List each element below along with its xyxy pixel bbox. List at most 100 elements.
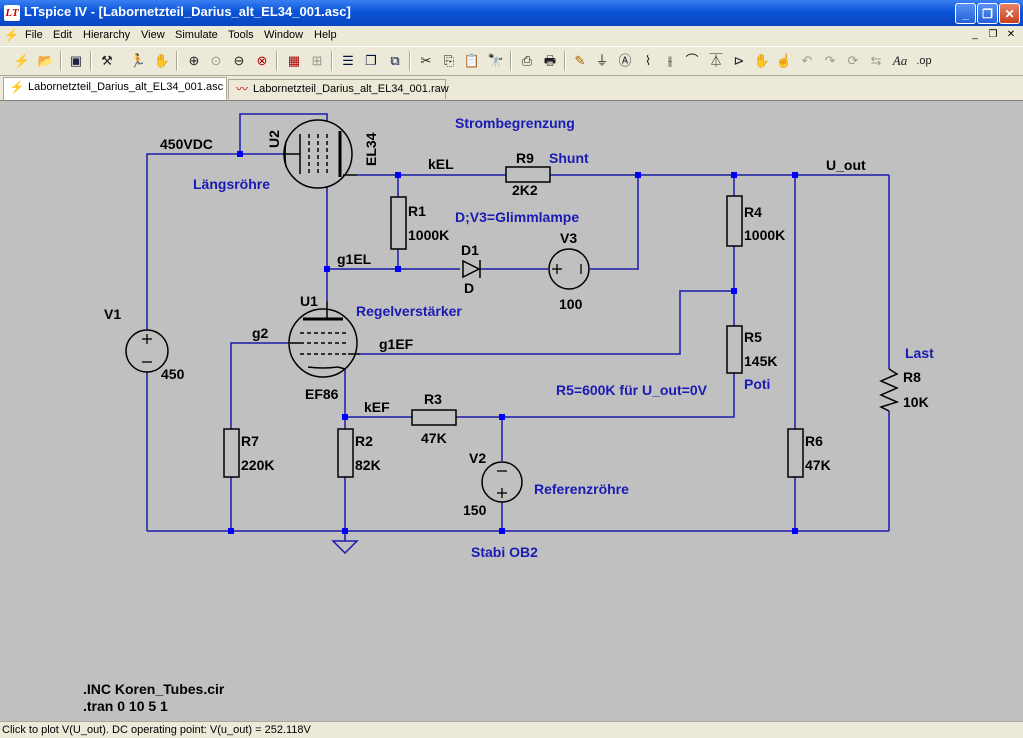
menu-tools[interactable]: Tools <box>228 29 254 41</box>
annotation-strombegrenzung[interactable]: Strombegrenzung <box>455 115 575 131</box>
paste-icon[interactable]: 📋 <box>463 53 481 68</box>
annotation-glimmlampe[interactable]: D;V3=Glimmlampe <box>455 209 579 225</box>
component-icon[interactable]: ⊳ <box>733 53 745 68</box>
resistor-r3-body[interactable] <box>411 409 457 426</box>
net-label-g1ef[interactable]: g1EF <box>379 336 414 352</box>
net-label-kel[interactable]: kEL <box>428 156 454 172</box>
label-r8-name[interactable]: R8 <box>903 369 921 385</box>
spice-directive-icon[interactable]: .op <box>916 55 932 67</box>
tile-horizontal-icon[interactable]: ☰ <box>342 53 354 68</box>
ground-icon[interactable]: ⏚ <box>595 53 609 68</box>
menu-help[interactable]: Help <box>314 29 337 41</box>
source-v1[interactable] <box>125 329 169 373</box>
zoom-out-icon[interactable]: ⊖ <box>233 53 245 68</box>
label-r5-name[interactable]: R5 <box>744 329 762 345</box>
ground-symbol[interactable] <box>331 540 359 555</box>
label-r6-value[interactable]: 47K <box>805 457 831 473</box>
net-label-kef[interactable]: kEF <box>364 399 390 415</box>
label-r4-name[interactable]: R4 <box>744 204 762 220</box>
label-r2-value[interactable]: 82K <box>355 457 381 473</box>
label-v1-value[interactable]: 450 <box>161 366 185 382</box>
label-r7-value[interactable]: 220K <box>241 457 274 473</box>
tile-vertical-icon[interactable]: ⧉ <box>390 53 400 68</box>
label-r3-name[interactable]: R3 <box>424 391 442 407</box>
diode-icon[interactable]: ⏄ <box>709 53 723 68</box>
annotation-shunt[interactable]: Shunt <box>549 150 589 166</box>
print-setup-icon[interactable]: ⎙ <box>521 53 533 68</box>
label-r9-value[interactable]: 2K2 <box>512 182 538 198</box>
directive-include[interactable]: .INC Koren_Tubes.cir <box>83 681 225 697</box>
annotation-stabi[interactable]: Stabi OB2 <box>471 544 538 560</box>
autorange-icon[interactable]: ▦ <box>287 53 301 68</box>
label-r2-name[interactable]: R2 <box>355 433 373 449</box>
cascade-icon[interactable]: ❐ <box>365 53 377 68</box>
source-v2[interactable] <box>481 461 523 503</box>
label-net-icon[interactable]: Ⓐ <box>618 53 632 68</box>
label-r5-value[interactable]: 145K <box>744 353 777 369</box>
tube-u2-el34[interactable] <box>283 119 357 189</box>
label-v2-name[interactable]: V2 <box>469 450 486 466</box>
close-button[interactable]: ✕ <box>999 3 1020 24</box>
label-d1-value[interactable]: D <box>464 280 474 296</box>
text-icon[interactable]: Aa <box>892 53 908 68</box>
open-icon[interactable]: 📂 <box>37 53 55 68</box>
net-label-u-out[interactable]: U_out <box>826 157 866 173</box>
minimize-button[interactable]: _ <box>955 3 976 24</box>
label-r1-name[interactable]: R1 <box>408 203 426 219</box>
label-v2-value[interactable]: 150 <box>463 502 487 518</box>
annotation-laengsroehre[interactable]: Längsröhre <box>193 176 270 192</box>
label-v3-name[interactable]: V3 <box>560 230 577 246</box>
net-label-g1el[interactable]: g1EL <box>337 251 372 267</box>
find-icon[interactable]: 🔭 <box>487 53 505 68</box>
pan-icon[interactable]: ⊙ <box>210 53 222 68</box>
menu-window[interactable]: Window <box>264 29 304 41</box>
label-r8-value[interactable]: 10K <box>903 394 929 410</box>
schematic-canvas[interactable]: Strombegrenzung Längsröhre Shunt D;V3=Gl… <box>0 100 1023 721</box>
mdi-restore-button[interactable]: ❐ <box>988 29 998 40</box>
mdi-close-button[interactable]: ✕ <box>1006 29 1016 40</box>
resistor-r6-body[interactable] <box>787 428 804 478</box>
control-panel-icon[interactable]: ⚒ <box>101 53 113 68</box>
label-r3-value[interactable]: 47K <box>421 430 447 446</box>
resistor-r9-body[interactable] <box>505 166 551 183</box>
rotate-icon[interactable]: ⟳ <box>847 53 859 68</box>
label-r6-name[interactable]: R6 <box>805 433 823 449</box>
label-r1-value[interactable]: 1000K <box>408 227 449 243</box>
resistor-r1-body[interactable] <box>390 196 407 250</box>
document-icon[interactable]: ⚡ <box>4 28 19 42</box>
net-label-g2[interactable]: g2 <box>252 325 269 341</box>
save-icon[interactable]: ▣ <box>69 53 83 68</box>
ltspice-app-icon[interactable]: LT <box>4 5 20 21</box>
print-icon[interactable]: 🖶 <box>543 53 557 68</box>
net-label-450vdc[interactable]: 450VDC <box>160 136 213 152</box>
resistor-r2-body[interactable] <box>337 428 354 478</box>
maximize-button[interactable]: ❐ <box>977 3 998 24</box>
mirror-icon[interactable]: ⇆ <box>870 53 882 68</box>
resistor-r8-zigzag[interactable] <box>879 368 900 412</box>
move-icon[interactable]: ✋ <box>753 53 771 68</box>
label-u2-value[interactable]: EL34 <box>363 132 379 166</box>
schematic-drawing[interactable]: Strombegrenzung Längsröhre Shunt D;V3=Gl… <box>0 101 1023 722</box>
menu-file[interactable]: File <box>25 29 43 41</box>
menu-simulate[interactable]: Simulate <box>175 29 218 41</box>
diode-d1[interactable] <box>462 259 481 279</box>
mdi-minimize-button[interactable]: _ <box>972 29 978 40</box>
cut-icon[interactable]: ✂ <box>420 53 432 68</box>
copy-icon[interactable]: ⎘ <box>443 53 455 68</box>
resistor-r4-body[interactable] <box>726 195 743 247</box>
directive-tran[interactable]: .tran 0 10 5 1 <box>83 698 168 714</box>
annotation-r5-note[interactable]: R5=600K für U_out=0V <box>556 382 708 398</box>
source-v3[interactable] <box>548 248 590 290</box>
redo-icon[interactable]: ↷ <box>824 53 836 68</box>
tab-waveform[interactable]: 〰 Labornetzteil_Darius_alt_EL34_001.raw <box>228 79 449 99</box>
resistor-r5-body[interactable] <box>726 325 743 374</box>
label-r4-value[interactable]: 1000K <box>744 227 785 243</box>
menu-hierarchy[interactable]: Hierarchy <box>83 29 131 41</box>
resistor-r7-body[interactable] <box>223 428 240 478</box>
annotation-regelverstaerker[interactable]: Regelverstärker <box>356 303 462 319</box>
annotation-referenzroehre[interactable]: Referenzröhre <box>534 481 629 497</box>
wires[interactable] <box>146 113 890 541</box>
run-icon[interactable]: 🏃 <box>129 53 147 68</box>
zoom-in-icon[interactable]: ⊕ <box>188 53 200 68</box>
label-r9-name[interactable]: R9 <box>516 150 534 166</box>
